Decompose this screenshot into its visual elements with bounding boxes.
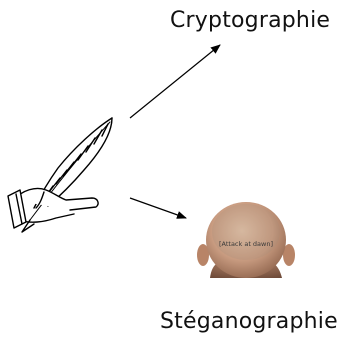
arrow-to-steganographie bbox=[130, 198, 186, 218]
arrow-to-cryptographie bbox=[130, 45, 220, 118]
head-hidden-message: [Attack at dawn] bbox=[219, 240, 273, 248]
quill-pen-hand-icon bbox=[8, 118, 112, 232]
shaved-head-icon: [Attack at dawn] bbox=[197, 202, 295, 278]
